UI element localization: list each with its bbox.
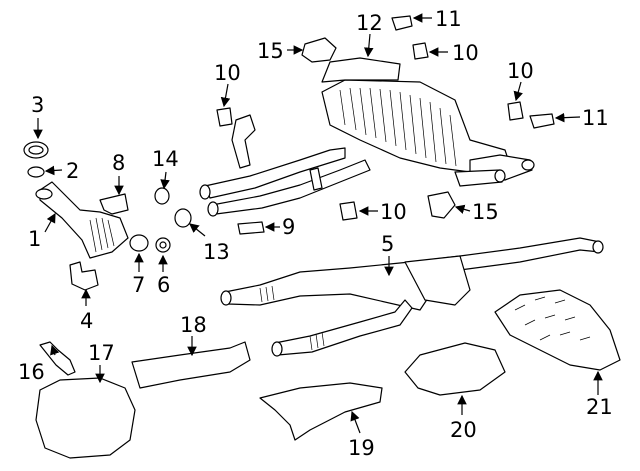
callout-10-c: 10 xyxy=(507,59,534,83)
callout-18: 18 xyxy=(180,313,207,337)
callout-12: 12 xyxy=(356,11,383,35)
callout-17: 17 xyxy=(88,341,115,365)
callout-21: 21 xyxy=(586,395,613,419)
callout-13: 13 xyxy=(203,240,230,264)
callout-19: 19 xyxy=(348,436,375,460)
hanger xyxy=(412,42,429,60)
callout-14: 14 xyxy=(152,147,179,171)
catalytic-converter xyxy=(35,181,129,259)
heat-shield xyxy=(35,377,136,459)
callout-11-a: 11 xyxy=(435,7,462,31)
heat-shield-bracket xyxy=(39,341,76,376)
callout-10-d: 10 xyxy=(380,200,407,224)
callout-10-a: 10 xyxy=(214,61,241,85)
bracket xyxy=(391,15,413,31)
callout-3: 3 xyxy=(31,93,44,117)
bracket xyxy=(529,113,555,129)
callout-8: 8 xyxy=(112,151,125,175)
valve-actuator xyxy=(427,191,456,219)
hanger xyxy=(507,101,524,121)
intermediate-pipe xyxy=(220,237,604,357)
leader-lines xyxy=(33,13,603,434)
heat-shield xyxy=(494,289,621,371)
callout-20: 20 xyxy=(450,418,477,442)
callout-11-b: 11 xyxy=(582,106,609,130)
callout-labels: 1 2 3 4 5 6 7 8 9 10 10 10 10 11 11 12 1… xyxy=(18,7,613,460)
clamp xyxy=(174,208,192,228)
callout-2: 2 xyxy=(66,159,79,183)
callout-1: 1 xyxy=(28,227,41,251)
gasket xyxy=(27,166,45,178)
hanger xyxy=(339,201,358,221)
clamp xyxy=(129,234,149,252)
hanger xyxy=(237,221,265,235)
callout-15-a: 15 xyxy=(257,39,284,63)
callout-5: 5 xyxy=(381,232,394,256)
bracket xyxy=(99,193,129,215)
callout-16: 16 xyxy=(18,360,45,384)
callout-10-b: 10 xyxy=(452,41,479,65)
callout-6: 6 xyxy=(157,273,170,297)
heat-shield xyxy=(131,341,251,389)
callout-9: 9 xyxy=(282,215,295,239)
front-pipe-assembly xyxy=(199,114,371,217)
callout-7: 7 xyxy=(132,273,145,297)
hanger xyxy=(216,107,233,127)
heat-shield xyxy=(259,382,383,441)
callout-4: 4 xyxy=(80,309,93,333)
rear-muffler-assembly xyxy=(321,57,535,187)
heat-shield xyxy=(404,342,506,396)
callout-15-b: 15 xyxy=(472,200,499,224)
valve-actuator xyxy=(301,37,337,63)
clamp xyxy=(154,187,170,205)
bracket xyxy=(69,261,99,291)
